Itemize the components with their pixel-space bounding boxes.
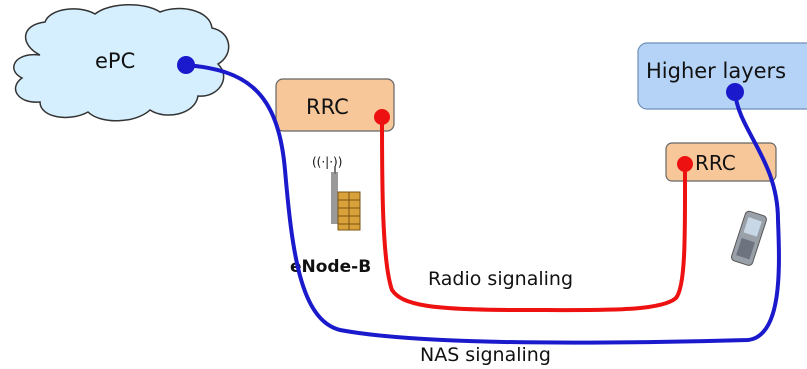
cloud-shape: [13, 4, 230, 122]
higher-layers-box: [637, 42, 807, 110]
higher-layers-label: Higher layers: [646, 59, 786, 83]
nas-endpoint-ue: [726, 83, 744, 101]
higher-layers-node: Higher layers: [637, 42, 807, 110]
rrc-ue-node: RRC: [665, 142, 777, 182]
radio-endpoint-ue: [677, 156, 693, 172]
base-station-icon: ((·|·)): [312, 155, 361, 231]
rrc-enb-label: RRC: [306, 95, 349, 119]
svg-text:((·|·)): ((·|·)): [312, 155, 342, 169]
epc-cloud: ePC: [13, 4, 230, 122]
rrc-enb-box: [275, 78, 395, 132]
nas-signaling-label: NAS signaling: [420, 344, 551, 366]
rrc-ue-box: [665, 142, 777, 182]
rrc-ue-label: RRC: [695, 151, 736, 175]
nas-signaling-line: [184, 63, 781, 345]
radio-signaling-line: [380, 115, 688, 313]
rrc-enb-node: RRC: [275, 78, 395, 132]
radio-endpoint-enb: [374, 109, 390, 125]
nas-endpoint-epc: [177, 56, 195, 74]
radio-signaling-label: Radio signaling: [428, 268, 573, 290]
epc-label: ePC: [95, 49, 135, 73]
enodeb-label: eNode-B: [290, 257, 371, 277]
mobile-phone-icon: [730, 210, 767, 266]
